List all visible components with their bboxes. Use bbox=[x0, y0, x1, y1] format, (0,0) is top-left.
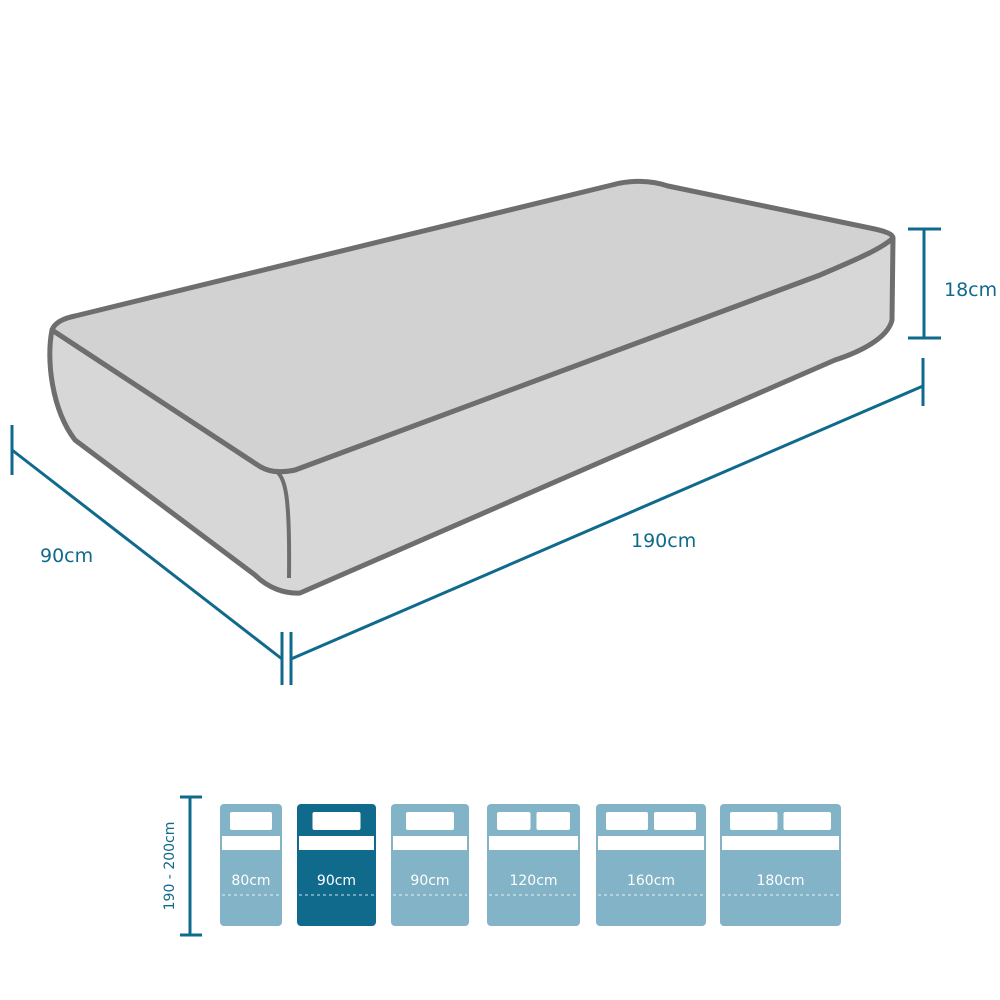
bed-size-label: 90cm bbox=[317, 873, 356, 889]
bed-size-option[interactable]: 120cm bbox=[487, 804, 580, 926]
pillow-icon bbox=[730, 812, 778, 830]
bed-size-label: 120cm bbox=[509, 873, 557, 889]
pillow-icon bbox=[606, 812, 648, 830]
blanket-fold bbox=[299, 836, 374, 850]
length-range-indicator bbox=[180, 795, 202, 937]
bed-size-label: 90cm bbox=[410, 873, 449, 889]
height-dimension bbox=[908, 227, 941, 340]
blanket-fold bbox=[598, 836, 704, 850]
length-range-label: 190 - 200cm bbox=[162, 822, 178, 911]
bed-icon bbox=[297, 804, 376, 926]
width-dimension bbox=[10, 425, 284, 685]
blanket-fold bbox=[722, 836, 839, 850]
bed-size-label: 160cm bbox=[627, 873, 675, 889]
blanket-fold bbox=[222, 836, 280, 850]
bed-size-option[interactable]: 90cm bbox=[391, 804, 469, 926]
mattress-top-face bbox=[49, 178, 896, 475]
width-label: 90cm bbox=[40, 545, 93, 567]
pillow-icon bbox=[497, 812, 531, 830]
pillow-icon bbox=[312, 812, 361, 830]
pillow-icon bbox=[406, 812, 454, 830]
mattress-corner-seam bbox=[273, 468, 292, 579]
pillow-icon bbox=[536, 812, 570, 830]
size-options: 80cm 90cm 90cm 120cm 160cm 180cm bbox=[220, 804, 841, 926]
bed-size-option[interactable]: 180cm bbox=[720, 804, 841, 926]
blanket-fold bbox=[489, 836, 578, 850]
pillow-icon bbox=[783, 812, 831, 830]
pillow-icon bbox=[230, 812, 272, 830]
bed-size-option[interactable]: 90cm bbox=[297, 804, 376, 926]
pillow-icon bbox=[654, 812, 696, 830]
bed-size-option[interactable]: 80cm bbox=[220, 804, 282, 926]
bed-size-option[interactable]: 160cm bbox=[596, 804, 706, 926]
mattress bbox=[47, 178, 896, 596]
bed-icon bbox=[720, 804, 841, 926]
length-label: 190cm bbox=[631, 530, 696, 552]
length-dimension bbox=[289, 358, 925, 685]
bed-size-label: 80cm bbox=[231, 873, 270, 889]
height-label: 18cm bbox=[944, 279, 997, 301]
bed-size-label: 180cm bbox=[756, 873, 804, 889]
blanket-fold bbox=[393, 836, 467, 850]
